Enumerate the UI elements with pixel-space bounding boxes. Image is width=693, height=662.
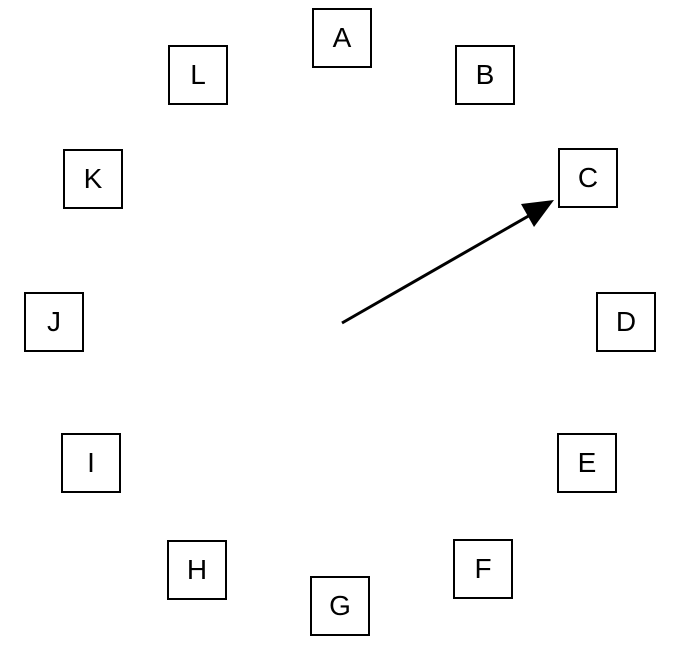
- label-box-e: E: [557, 433, 617, 493]
- arrow-shaft: [341, 212, 533, 325]
- label-k-text: K: [83, 163, 103, 194]
- label-g-text: G: [329, 590, 351, 621]
- label-box-j: J: [24, 292, 84, 352]
- label-a-text: A: [332, 22, 352, 53]
- label-h-text: H: [186, 554, 208, 585]
- label-box-l: L: [168, 45, 228, 105]
- label-j-text: J: [47, 306, 61, 337]
- label-e-text: E: [577, 447, 597, 478]
- label-i-text: I: [87, 447, 95, 478]
- label-l-text: L: [190, 59, 206, 90]
- label-box-g: G: [310, 576, 370, 636]
- label-box-i: I: [61, 433, 121, 493]
- label-box-d: D: [596, 292, 656, 352]
- label-box-a: A: [312, 8, 372, 68]
- label-f-text: F: [474, 553, 492, 584]
- label-c-text: C: [577, 162, 599, 193]
- arrow-head: [521, 200, 554, 227]
- label-box-h: H: [167, 540, 227, 600]
- label-b-text: B: [475, 59, 495, 90]
- label-box-k: K: [63, 149, 123, 209]
- label-box-f: F: [453, 539, 513, 599]
- label-box-c: C: [558, 148, 618, 208]
- label-box-b: B: [455, 45, 515, 105]
- label-d-text: D: [615, 306, 637, 337]
